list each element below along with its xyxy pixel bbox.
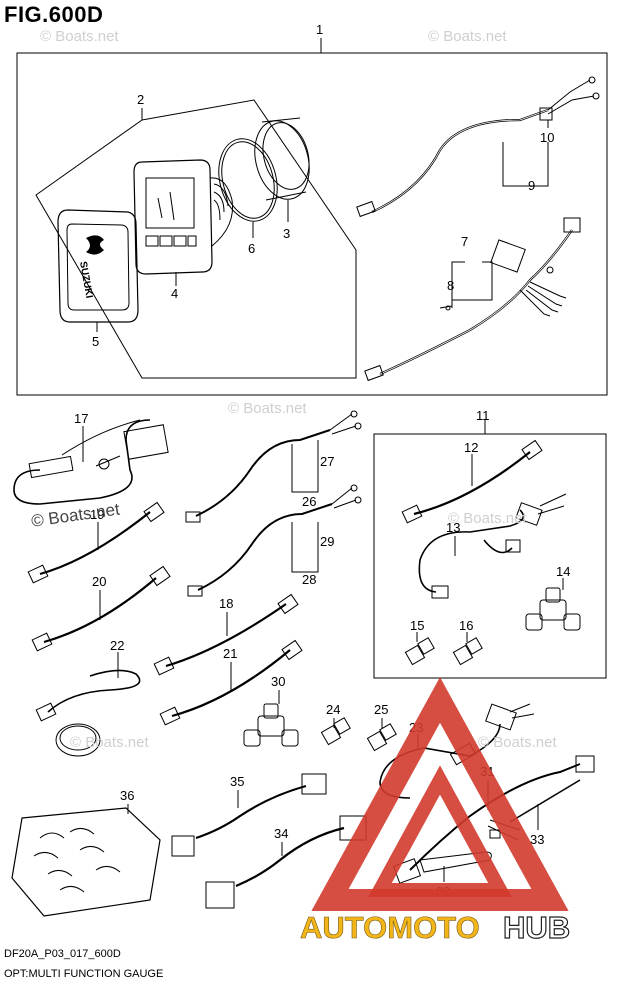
adapter-harness-26	[185, 410, 362, 523]
callout-26: 26	[302, 494, 316, 509]
figure-caption: OPT:MULTI FUNCTION GAUGE	[4, 968, 164, 980]
callout-28: 28	[302, 572, 316, 587]
kit-box-11	[373, 433, 607, 679]
callout-7: 7	[461, 234, 468, 249]
callout-20: 20	[92, 574, 106, 589]
terminator-15	[404, 637, 435, 666]
callout-labels: 1 2 3 4 5 6 7 8 9 10 11 12 13 14 15 16 1…	[74, 22, 570, 899]
callout-9: 9	[528, 178, 535, 193]
callout-19: 19	[90, 507, 104, 522]
callout-33: 33	[530, 832, 544, 847]
watermark: © Boats.net	[228, 400, 307, 417]
drop-cable-18	[153, 593, 299, 676]
multifunction-gauge	[133, 159, 234, 275]
svg-text:HUB: HUB	[503, 910, 570, 945]
sensor-harness-17	[13, 419, 169, 505]
callout-25: 25	[374, 702, 388, 717]
drop-cable-12	[401, 439, 543, 524]
callout-24: 24	[326, 702, 340, 717]
terminator-16	[452, 637, 483, 666]
callout-27: 27	[320, 454, 334, 469]
callout-4: 4	[171, 286, 178, 301]
svg-text:AUTOMOTO: AUTOMOTO	[300, 910, 480, 945]
callout-15: 15	[410, 618, 424, 633]
t-connector-14	[525, 587, 581, 631]
callout-8: 8	[447, 278, 454, 293]
harness-35	[171, 773, 327, 857]
kit-box-1	[16, 52, 608, 396]
callout-5: 5	[92, 334, 99, 349]
terminator-24	[320, 717, 351, 746]
callout-12: 12	[464, 440, 478, 455]
callout-29: 29	[320, 534, 334, 549]
callout-3: 3	[283, 226, 290, 241]
watermark: © Boats.net	[448, 510, 527, 527]
callout-30: 30	[271, 674, 285, 689]
parts-bag-36	[11, 807, 161, 917]
gauge-cover	[57, 209, 139, 323]
figure-title: FIG.600D	[4, 2, 104, 27]
callout-36: 36	[120, 788, 134, 803]
cable-tie-33	[489, 779, 581, 839]
watermark: © Boats.net	[70, 734, 149, 751]
callout-35: 35	[230, 774, 244, 789]
callout-1: 1	[316, 22, 323, 37]
t-connector-30	[243, 703, 299, 747]
gauge-main-harness	[364, 217, 581, 382]
watermark: © Boats.net	[478, 734, 557, 751]
adapter-harness-28	[187, 484, 362, 597]
callout-21: 21	[223, 646, 237, 661]
callout-18: 18	[219, 596, 233, 611]
callout-34: 34	[274, 826, 288, 841]
drop-cable-21	[159, 639, 303, 726]
callout-2: 2	[137, 92, 144, 107]
callout-10: 10	[540, 130, 554, 145]
callout-14: 14	[556, 564, 570, 579]
o-ring	[218, 138, 278, 222]
callout-6: 6	[248, 241, 255, 256]
gauge-power-harness	[356, 76, 600, 218]
figure-code: DF20A_P03_017_600D	[4, 948, 121, 960]
svg-text:SUZUKI: SUZUKI	[77, 261, 94, 300]
terminator-25	[366, 723, 397, 752]
power-cable-13	[418, 493, 567, 599]
mounting-nut	[254, 117, 310, 201]
callout-22: 22	[110, 638, 124, 653]
backbone-cable-19	[27, 501, 165, 584]
gauge-brand: SUZUKI	[77, 235, 104, 299]
automotohub-logo: AUTOMOTO HUB	[300, 677, 571, 946]
callout-16: 16	[459, 618, 473, 633]
watermark: © Boats.net	[40, 28, 119, 45]
callout-13: 13	[446, 520, 460, 535]
callout-11: 11	[476, 408, 490, 423]
watermark: © Boats.net	[428, 28, 507, 45]
terminator-22	[35, 669, 141, 757]
callout-17: 17	[74, 411, 88, 426]
